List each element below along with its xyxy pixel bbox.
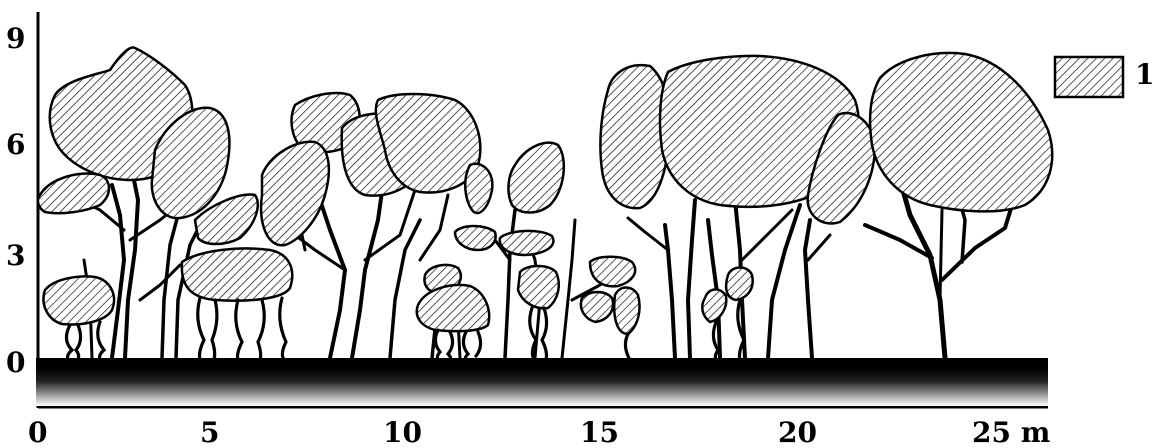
x-tick-label: 10 (383, 416, 422, 448)
tree-crown (44, 276, 115, 324)
tree-crown (614, 288, 639, 335)
x-tick-label: 25 m (972, 416, 1050, 448)
tree-crown (702, 289, 726, 322)
y-tick-label: 0 (6, 346, 25, 379)
x-tick-label: 0 (28, 416, 47, 448)
tree-crown (417, 285, 489, 331)
tree-crown (581, 292, 613, 322)
tree-crown (870, 53, 1052, 211)
tree-crown (261, 142, 329, 245)
y-tick-label: 9 (6, 22, 25, 55)
tree-crown (508, 143, 563, 213)
y-tick-label: 3 (6, 239, 25, 272)
tree-crown (590, 257, 635, 287)
tree-crown (38, 174, 109, 214)
legend-label: 1 (1135, 58, 1154, 91)
tree-crown (726, 268, 753, 301)
tree-group-left (38, 47, 292, 360)
tree-crown (465, 164, 492, 213)
legend-swatch (1055, 57, 1123, 97)
tree-crown (455, 226, 496, 250)
x-tick-label: 20 (778, 416, 817, 448)
soil-band (36, 368, 1048, 406)
tree-crown (182, 249, 292, 301)
tree-group-right (600, 53, 1052, 360)
tree-crown (518, 266, 559, 308)
x-tick-label: 15 (580, 416, 619, 448)
tree-crown (500, 231, 554, 255)
x-tick-label: 5 (200, 416, 219, 448)
y-tick-label: 6 (6, 128, 25, 161)
